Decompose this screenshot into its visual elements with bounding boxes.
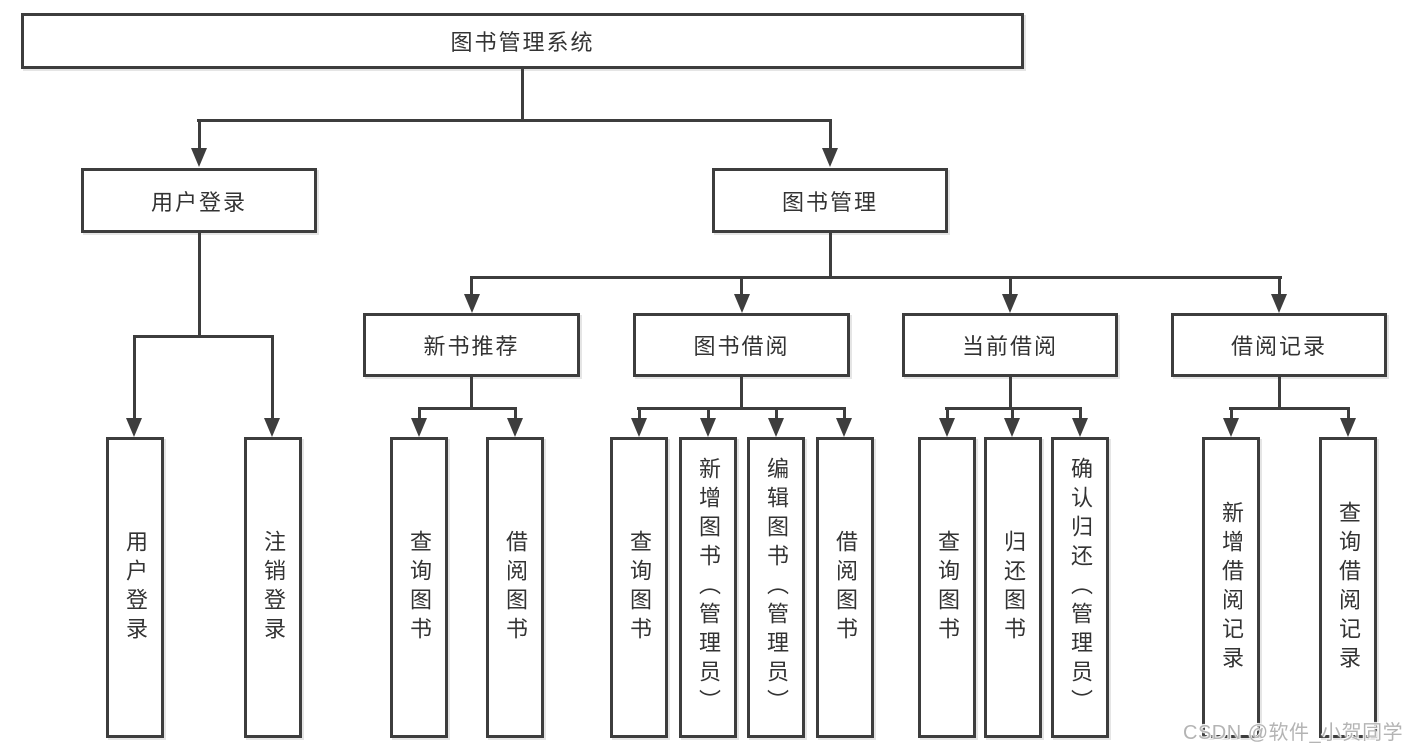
leaf-label: 借阅图书 [503,529,528,646]
leaf-confirm-return-admin: 确认归还（管理员） [1051,437,1109,738]
connector-vline [740,276,743,296]
arrowhead-down-icon [734,294,750,313]
connector-vline [271,335,274,419]
leaf-query-borrow-record: 查询借阅记录 [1319,437,1377,738]
arrowhead-down-icon [1271,294,1287,313]
arrowhead-down-icon [507,418,523,437]
connector-vline [1011,407,1014,420]
arrowhead-down-icon [822,148,838,167]
connector-hline [1229,407,1350,410]
node-user-login: 用户登录 [81,168,317,233]
leaf-add-books-admin: 新增图书（管理员） [679,437,737,738]
node-label: 图书借阅 [693,334,790,359]
connector-vline [1278,276,1281,296]
connector-vline [1347,407,1350,420]
leaf-label: 用户登录 [123,529,148,646]
connector-vline [1009,377,1012,410]
connector-vline [775,407,778,420]
arrowhead-down-icon [631,418,647,437]
node-label: 借阅记录 [1230,334,1327,359]
connector-vline [198,233,201,337]
connector-vline [1009,276,1012,296]
leaf-label: 确认归还（管理员） [1068,457,1093,718]
arrowhead-down-icon [1002,294,1018,313]
connector-vline [198,119,201,150]
arrowhead-down-icon [464,294,480,313]
csdn-watermark: CSDN @软件_小贺同学 [1183,722,1404,744]
connector-hline [418,407,517,410]
arrowhead-down-icon [1004,418,1020,437]
leaf-user-login: 用户登录 [106,437,164,738]
connector-vline [740,377,743,410]
leaf-add-borrow-record: 新增借阅记录 [1202,437,1260,738]
connector-vline [1230,407,1233,420]
connector-vline [707,407,710,420]
connector-hline [637,407,846,410]
leaf-label: 借阅图书 [833,529,858,646]
connector-vline [1079,407,1082,420]
connector-vline [470,276,473,296]
arrowhead-down-icon [1223,418,1239,437]
connector-vline [843,407,846,420]
node-book-borrowing: 图书借阅 [633,313,850,377]
leaf-borrow-books-1: 借阅图书 [486,437,544,738]
arrowhead-down-icon [411,418,427,437]
leaf-label: 注销登录 [261,529,286,646]
leaf-label: 归还图书 [1001,529,1026,646]
leaf-label: 编辑图书（管理员） [764,457,789,718]
leaf-logout-login: 注销登录 [244,437,302,738]
node-current-borrowing: 当前借阅 [902,313,1118,377]
arrowhead-down-icon [700,418,716,437]
leaf-query-books-2: 查询图书 [610,437,668,738]
connector-vline [829,119,832,150]
leaf-label: 查询图书 [627,529,652,646]
node-label: 当前借阅 [961,334,1058,359]
node-label: 图书管理 [781,189,878,215]
arrowhead-down-icon [1340,418,1356,437]
arrowhead-down-icon [1072,418,1088,437]
arrowhead-down-icon [191,148,207,167]
connector-vline [1278,377,1281,410]
connector-vline [470,377,473,410]
arrowhead-down-icon [939,418,955,437]
leaf-label: 新增借阅记录 [1219,500,1244,675]
leaf-label: 新增图书（管理员） [696,457,721,718]
connector-vline [514,407,517,420]
connector-vline [521,69,524,120]
leaf-label: 查询图书 [407,529,432,646]
connector-hline [133,335,274,338]
connector-hline [470,276,1282,279]
node-label: 用户登录 [150,189,247,215]
connector-vline [133,335,136,419]
node-label: 新书推荐 [423,334,520,359]
leaf-edit-books-admin: 编辑图书（管理员） [747,437,805,738]
leaf-return-books: 归还图书 [984,437,1042,738]
leaf-label: 查询借阅记录 [1336,500,1361,675]
node-library-management-system: 图书管理系统 [21,13,1024,69]
arrowhead-down-icon [768,418,784,437]
arrowhead-down-icon [126,418,142,437]
arrowhead-down-icon [836,418,852,437]
connector-vline [638,407,641,420]
connector-vline [946,407,949,420]
connector-vline [829,233,832,278]
node-label: 图书管理系统 [450,30,595,55]
node-new-book-recommendation: 新书推荐 [363,313,580,377]
connector-hline [197,119,832,122]
leaf-borrow-books-2: 借阅图书 [816,437,874,738]
leaf-query-books-3: 查询图书 [918,437,976,738]
node-borrowing-records: 借阅记录 [1171,313,1387,377]
leaf-query-books-1: 查询图书 [390,437,448,738]
leaf-label: 查询图书 [935,529,960,646]
arrowhead-down-icon [264,418,280,437]
node-book-management: 图书管理 [712,168,948,233]
connector-vline [418,407,421,420]
